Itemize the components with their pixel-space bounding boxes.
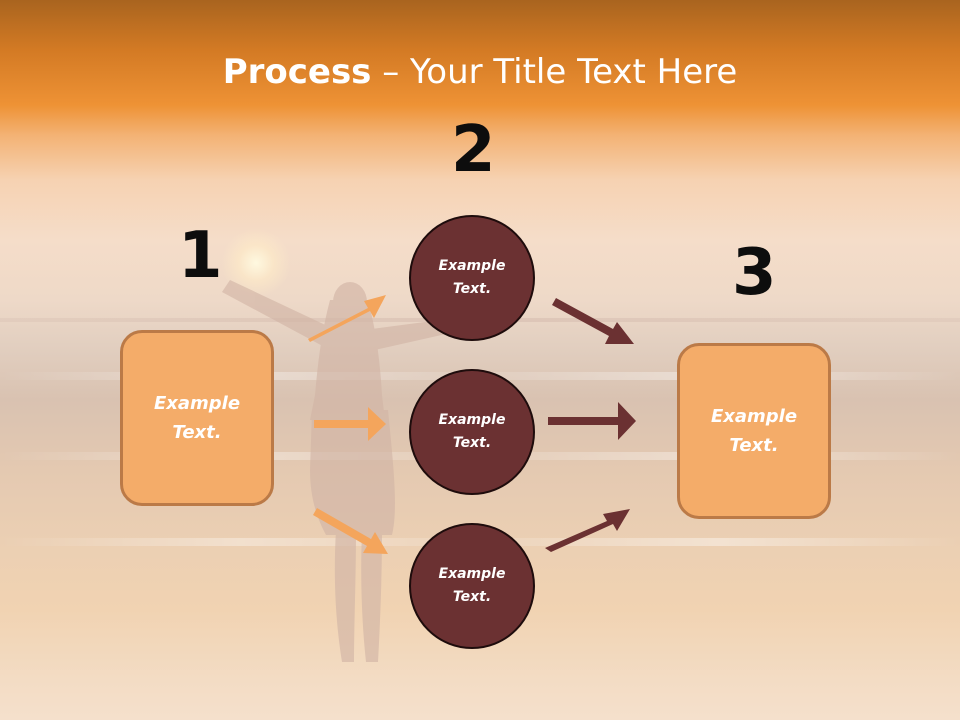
step-2-text-bottom: Example Text. bbox=[438, 566, 506, 605]
arrow-down-right-dark bbox=[552, 298, 634, 344]
title-rest: – Your Title Text Here bbox=[371, 52, 738, 92]
title-bold: Process bbox=[222, 52, 372, 92]
arrow-up-right-light bbox=[308, 295, 386, 342]
step-2-text-middle: Example Text. bbox=[438, 412, 506, 451]
step-3-box: Example Text. bbox=[677, 343, 831, 519]
step-number-2: 2 bbox=[451, 113, 496, 187]
arrow-down-right-light bbox=[313, 508, 388, 554]
step-2-text-top: Example Text. bbox=[438, 258, 506, 297]
step-1-box: Example Text. bbox=[120, 330, 274, 506]
step-1-text: Example Text. bbox=[153, 393, 241, 443]
arrow-up-right-dark bbox=[545, 509, 630, 552]
step-number-3: 3 bbox=[732, 236, 777, 310]
step-2-circle-bottom: Example Text. bbox=[409, 523, 535, 649]
step-number-1: 1 bbox=[178, 219, 223, 293]
arrow-right-dark bbox=[548, 402, 636, 440]
arrow-right-light bbox=[314, 407, 386, 441]
right-arrows bbox=[545, 298, 636, 552]
step-2-circle-middle: Example Text. bbox=[409, 369, 535, 495]
left-arrows bbox=[308, 295, 388, 554]
step-2-circle-top: Example Text. bbox=[409, 215, 535, 341]
slide-title: Process – Your Title Text Here bbox=[0, 52, 960, 92]
step-3-text: Example Text. bbox=[710, 406, 798, 456]
